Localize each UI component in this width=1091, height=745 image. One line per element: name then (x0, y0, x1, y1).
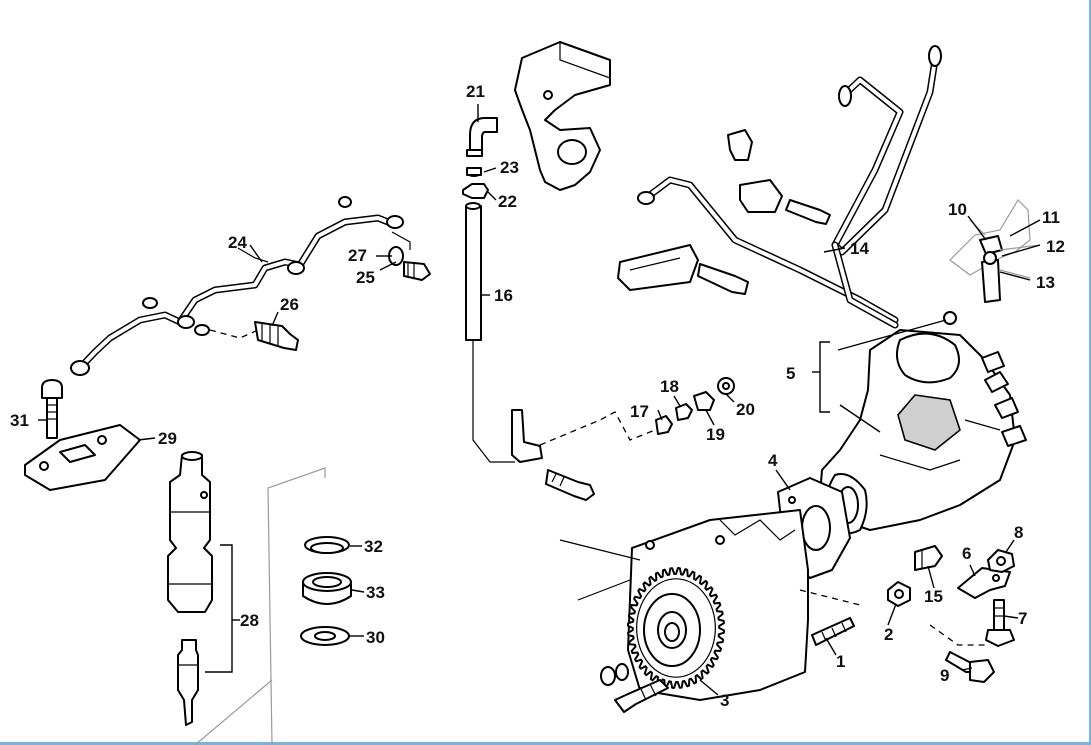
callout-4: 4 (768, 451, 778, 470)
callout-6: 6 (962, 544, 971, 563)
callout-2: 2 (884, 625, 893, 644)
callout-22: 22 (498, 192, 517, 211)
pipe-clamps (617, 129, 831, 295)
bolt-9 (945, 651, 995, 683)
callout-5: 5 (786, 364, 795, 383)
callout-9: 9 (940, 666, 949, 685)
gear-bolt (600, 663, 669, 713)
engine-block-outline (514, 41, 611, 191)
callout-7: 7 (1018, 609, 1027, 628)
bracket-6 (957, 567, 1011, 599)
bracket-10-13 (949, 199, 1041, 303)
bolt-7 (985, 599, 1015, 647)
leader-lines (38, 104, 1041, 696)
callout-labels: 1 2 3 4 5 6 7 8 9 10 11 12 13 14 15 16 1… (10, 82, 1065, 710)
callout-31: 31 (10, 411, 29, 430)
dashed-guide-6 (929, 624, 985, 646)
nut-8 (987, 549, 1015, 573)
injection-pipe-24 (70, 196, 411, 376)
leader-5 (812, 319, 947, 433)
callout-13: 13 (1036, 273, 1055, 292)
callout-14: 14 (850, 239, 869, 258)
fitting-set-17-20 (655, 377, 735, 435)
callout-12: 12 (1046, 237, 1065, 256)
callout-3: 3 (720, 691, 729, 710)
callout-18: 18 (660, 377, 679, 396)
callout-23: 23 (500, 158, 519, 177)
callout-10: 10 (948, 200, 967, 219)
pipe-fitting-26 (209, 321, 299, 351)
seal-washers-32-33-30 (194, 467, 352, 745)
leak-off-line-16 (462, 117, 661, 463)
callout-19: 19 (706, 425, 725, 444)
injector-28 (167, 451, 240, 726)
callout-33: 33 (366, 583, 385, 602)
callout-27: 27 (348, 246, 367, 265)
bolt-31 (41, 379, 63, 439)
callout-30: 30 (366, 628, 385, 647)
gear-rim (636, 578, 716, 678)
stud-1 (799, 589, 861, 646)
callout-16: 16 (494, 286, 513, 305)
clamp-plate-29 (24, 424, 141, 491)
callout-28: 28 (240, 611, 259, 630)
callout-11: 11 (1042, 208, 1060, 227)
callout-17: 17 (630, 402, 649, 421)
callout-29: 29 (158, 429, 177, 448)
callout-21: 21 (466, 82, 485, 101)
injection-pipes-14 (637, 45, 942, 329)
gear-hub (643, 593, 701, 667)
callout-32: 32 (364, 537, 383, 556)
callout-8: 8 (1014, 523, 1023, 542)
banjo-bolt-25 (388, 246, 431, 281)
fitting-15 (914, 545, 943, 571)
callout-25: 25 (356, 268, 375, 287)
callout-24: 24 (228, 233, 247, 252)
nut-2 (887, 581, 911, 607)
callout-26: 26 (280, 295, 299, 314)
mounting-bolt (545, 469, 595, 501)
injection-pump-5 (819, 311, 1027, 535)
callout-15: 15 (924, 587, 943, 606)
callout-1: 1 (836, 652, 845, 671)
callout-20: 20 (736, 400, 755, 419)
